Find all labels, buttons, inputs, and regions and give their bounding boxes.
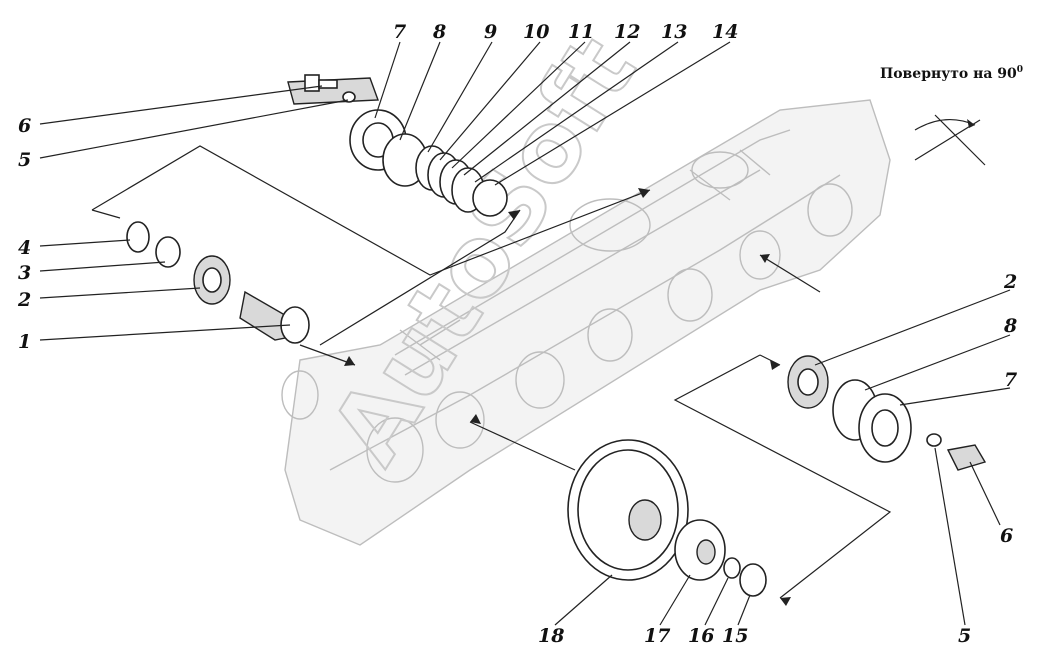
callout-numbers: 6 5 4 3 2 1 7 8 9 10 11 12 13 14 2 8 7 6… (17, 21, 1017, 647)
callout-8-right: 8 (1003, 315, 1017, 337)
svg-text:Повернуто на 900: Повернуто на 900 (880, 65, 1023, 82)
callout-8-top: 8 (432, 21, 446, 43)
callout-13: 13 (661, 21, 687, 43)
callout-2-left: 2 (17, 289, 31, 311)
callout-5-right: 5 (958, 625, 971, 647)
callout-4: 4 (18, 237, 31, 259)
rotation-symbol-icon (914, 114, 986, 166)
gearbox-housing (281, 99, 891, 546)
callout-15: 15 (722, 625, 748, 647)
callout-7-right: 7 (1004, 369, 1017, 391)
callout-1: 1 (18, 331, 31, 353)
callout-10: 10 (523, 21, 549, 43)
gear-set-bottom (567, 439, 767, 597)
callout-11: 11 (568, 21, 594, 43)
callout-6-right: 6 (1000, 525, 1013, 547)
bearing-cover-right (787, 355, 987, 471)
callout-6-top: 6 (18, 115, 31, 137)
callout-5-top: 5 (18, 149, 31, 171)
bolt-top (287, 74, 379, 105)
rotation-caption: Повернуто на 900 (880, 65, 1023, 82)
leader-lines (39, 41, 1011, 626)
callout-7-top: 7 (393, 21, 406, 43)
callout-17: 17 (644, 625, 670, 647)
callout-9: 9 (484, 21, 497, 43)
assembly-lines (91, 145, 892, 606)
shaft-assembly-left (126, 221, 310, 344)
callout-14: 14 (712, 21, 738, 43)
callout-12: 12 (614, 21, 640, 43)
cover-flange-top (349, 109, 508, 217)
callout-3: 3 (18, 262, 31, 284)
callout-16: 16 (688, 625, 714, 647)
callout-18: 18 (538, 625, 564, 647)
callout-2-right: 2 (1003, 271, 1017, 293)
